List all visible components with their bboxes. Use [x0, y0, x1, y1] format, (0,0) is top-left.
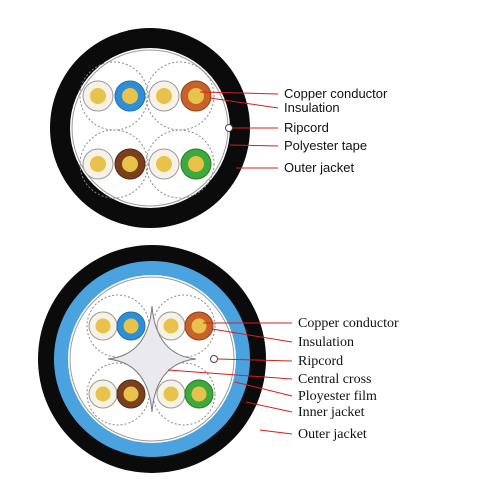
- bottom-cable: Copper conductor Insulation Ripcord Cent…: [38, 245, 399, 473]
- bottom-leader-lines: [167, 322, 293, 435]
- bottom-central-cross: [107, 305, 197, 413]
- top-ripcord: [225, 124, 233, 132]
- top-wire-white-2: [148, 80, 180, 112]
- bottom-label-outer-jacket: Outer jacket: [298, 427, 367, 442]
- bottom-wire-blue: [116, 311, 146, 341]
- top-wire-white-3: [82, 148, 114, 180]
- bottom-label-central-cross: Central cross: [298, 372, 371, 387]
- bottom-wire-white-1: [88, 311, 118, 341]
- top-leader-lines: [199, 91, 279, 169]
- bottom-wire-green: [184, 379, 214, 409]
- top-label-ripcord: Ripcord: [284, 120, 329, 135]
- top-wire-white-1: [82, 80, 114, 112]
- bottom-wire-brown: [116, 379, 146, 409]
- top-wire-white-4: [148, 148, 180, 180]
- bottom-label-inner-jacket: Inner jacket: [298, 405, 365, 420]
- bottom-wires: [88, 311, 214, 409]
- bottom-label-ripcord: Ripcord: [298, 354, 343, 369]
- bottom-ripcord: [210, 355, 218, 363]
- top-label-polyester-tape: Polyester tape: [284, 138, 367, 153]
- bottom-wire-white-3: [88, 379, 118, 409]
- top-wires: [82, 80, 212, 180]
- top-wire-orange: [180, 80, 212, 112]
- bottom-wire-white-4: [156, 379, 186, 409]
- top-label-outer-jacket: Outer jacket: [284, 160, 354, 175]
- top-label-copper-conductor: Copper conductor: [284, 86, 388, 101]
- top-cable: Copper conductor Insulation Ripcord Poly…: [50, 28, 388, 228]
- top-wire-green: [180, 148, 212, 180]
- top-wire-blue: [114, 80, 146, 112]
- bottom-label-copper-conductor: Copper conductor: [298, 316, 399, 331]
- bottom-label-ployester-film: Ployester film: [298, 389, 377, 404]
- top-polyester-tape: [70, 48, 230, 208]
- bottom-wire-orange: [184, 311, 214, 341]
- bottom-wire-white-2: [156, 311, 186, 341]
- top-pair-outlines: [79, 61, 215, 199]
- top-label-insulation: Insulation: [284, 100, 340, 115]
- top-wire-brown: [114, 148, 146, 180]
- bottom-label-insulation: Insulation: [298, 335, 354, 350]
